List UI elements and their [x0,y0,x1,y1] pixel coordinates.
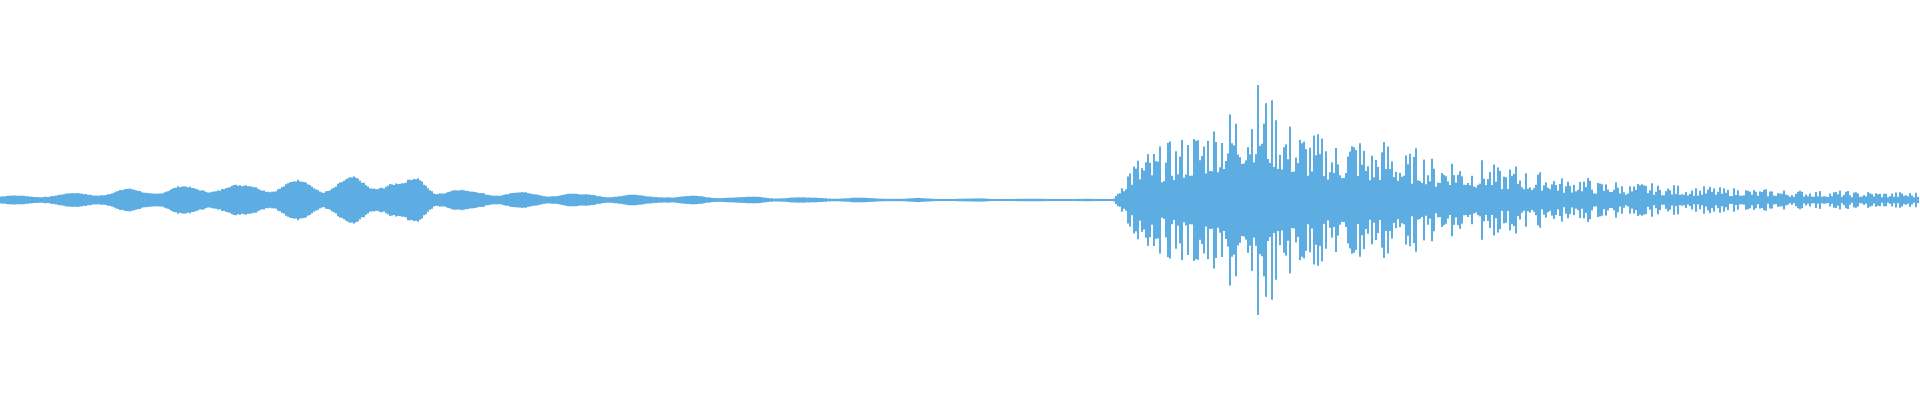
waveform-path [0,85,1919,315]
waveform-bars [0,85,1919,315]
